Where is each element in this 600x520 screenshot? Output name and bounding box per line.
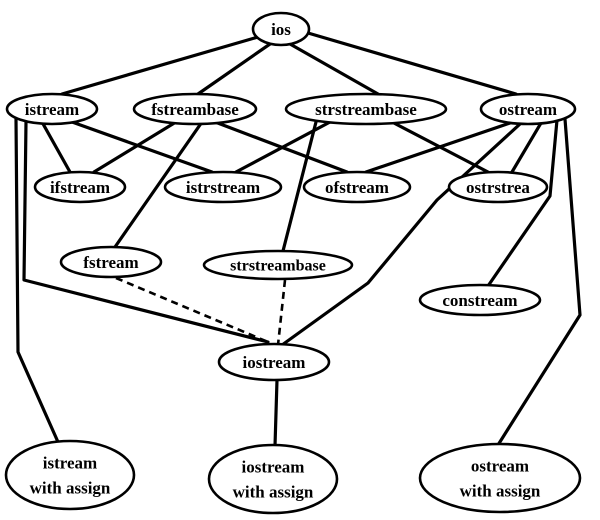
node-label: ostream bbox=[499, 100, 557, 119]
node-label: istream bbox=[25, 100, 79, 119]
node-ofstream: ofstream bbox=[302, 170, 412, 204]
node-label: with assign bbox=[233, 482, 314, 501]
node-fstreambase: fstreambase bbox=[132, 92, 258, 126]
node-ifstream: ifstream bbox=[33, 170, 127, 204]
node-ios: ios bbox=[251, 11, 311, 47]
node-label: ifstream bbox=[50, 178, 110, 197]
edge-strstreambase-mid-to-iostream bbox=[276, 279, 287, 346]
node-iostream-with-assign: iostream with assign bbox=[207, 443, 339, 515]
edge-iostream-to-iostream-with-assign bbox=[273, 378, 279, 448]
edge-ostream-to-ostrstrea bbox=[510, 121, 543, 174]
node-label: fstreambase bbox=[151, 100, 239, 119]
node-istream: istream bbox=[5, 92, 99, 126]
node-istream-with-assign: istream with assign bbox=[4, 439, 136, 511]
edge-istream-to-istream-with-assign bbox=[14, 117, 60, 444]
node-label: with assign bbox=[30, 478, 111, 497]
edge-ios-to-fstreambase bbox=[196, 42, 272, 96]
node-label: ofstream bbox=[325, 178, 389, 197]
node-ellipse bbox=[418, 283, 542, 317]
node-ellipse bbox=[132, 92, 258, 126]
edge-strstreambase-top-to-istrstream bbox=[234, 120, 332, 174]
node-ellipse bbox=[217, 342, 331, 382]
node-label: iostream bbox=[242, 457, 305, 476]
node-ellipse bbox=[33, 170, 127, 204]
edge-ostream-to-ofstream bbox=[364, 120, 515, 174]
node-label: istream bbox=[43, 453, 97, 472]
node-ellipse bbox=[59, 245, 163, 279]
node-label: istrstream bbox=[186, 178, 260, 197]
node-label: iostream bbox=[243, 353, 306, 372]
node-ellipse bbox=[163, 170, 283, 204]
node-ellipse bbox=[479, 92, 577, 126]
node-istrstream: istrstream bbox=[163, 170, 283, 204]
node-ostream-with-assign: ostream with assign bbox=[418, 442, 582, 514]
node-ellipse bbox=[5, 92, 99, 126]
node-label: strstreambase bbox=[315, 100, 417, 119]
node-constream: constream bbox=[418, 283, 542, 317]
edge-layer bbox=[14, 31, 582, 448]
edge-istream-to-ifstream bbox=[40, 120, 72, 174]
edge-fstreambase-to-ifstream bbox=[92, 120, 178, 174]
node-ellipse bbox=[302, 170, 412, 204]
node-ostream: ostream bbox=[479, 92, 577, 126]
node-label: strstreambase bbox=[230, 257, 326, 274]
node-strstreambase-top: strstreambase bbox=[284, 92, 448, 126]
node-ellipse bbox=[418, 442, 582, 514]
edge-istream-to-iostream bbox=[22, 120, 270, 344]
edge-ostream-to-constream bbox=[486, 118, 559, 288]
node-label: ostrstrea bbox=[466, 178, 530, 197]
node-label: constream bbox=[442, 291, 517, 310]
edge-istream-to-istrstream bbox=[70, 120, 214, 174]
edge-ios-to-ostream bbox=[306, 31, 518, 96]
node-ellipse bbox=[207, 443, 339, 515]
edge-ios-to-istream bbox=[60, 35, 260, 96]
node-iostream: iostream bbox=[217, 342, 331, 382]
node-label: fstream bbox=[83, 253, 138, 272]
node-ostrstrea: ostrstrea bbox=[447, 170, 549, 204]
node-ellipse bbox=[4, 439, 136, 511]
edge-strstreambase-top-to-strstreambase-mid bbox=[281, 120, 318, 253]
node-fstream: fstream bbox=[59, 245, 163, 279]
node-ellipse bbox=[251, 11, 311, 47]
edge-fstream-to-iostream bbox=[115, 276, 269, 344]
node-ellipse bbox=[284, 92, 448, 126]
edge-ostream-to-iostream bbox=[280, 122, 522, 347]
edge-fstreambase-to-fstream bbox=[113, 120, 204, 249]
node-layer: ios istream fstreambase strstreambase ostrea… bbox=[4, 11, 582, 515]
node-ellipse bbox=[447, 170, 549, 204]
node-label: with assign bbox=[460, 481, 541, 500]
node-strstreambase-mid: strstreambase bbox=[202, 249, 354, 281]
node-label: ostream bbox=[471, 456, 529, 475]
edge-ostream-to-ostream-with-assign bbox=[496, 117, 582, 447]
edge-ios-to-strstreambase-top bbox=[288, 42, 380, 96]
node-ellipse bbox=[202, 249, 354, 281]
node-label: ios bbox=[271, 20, 291, 39]
